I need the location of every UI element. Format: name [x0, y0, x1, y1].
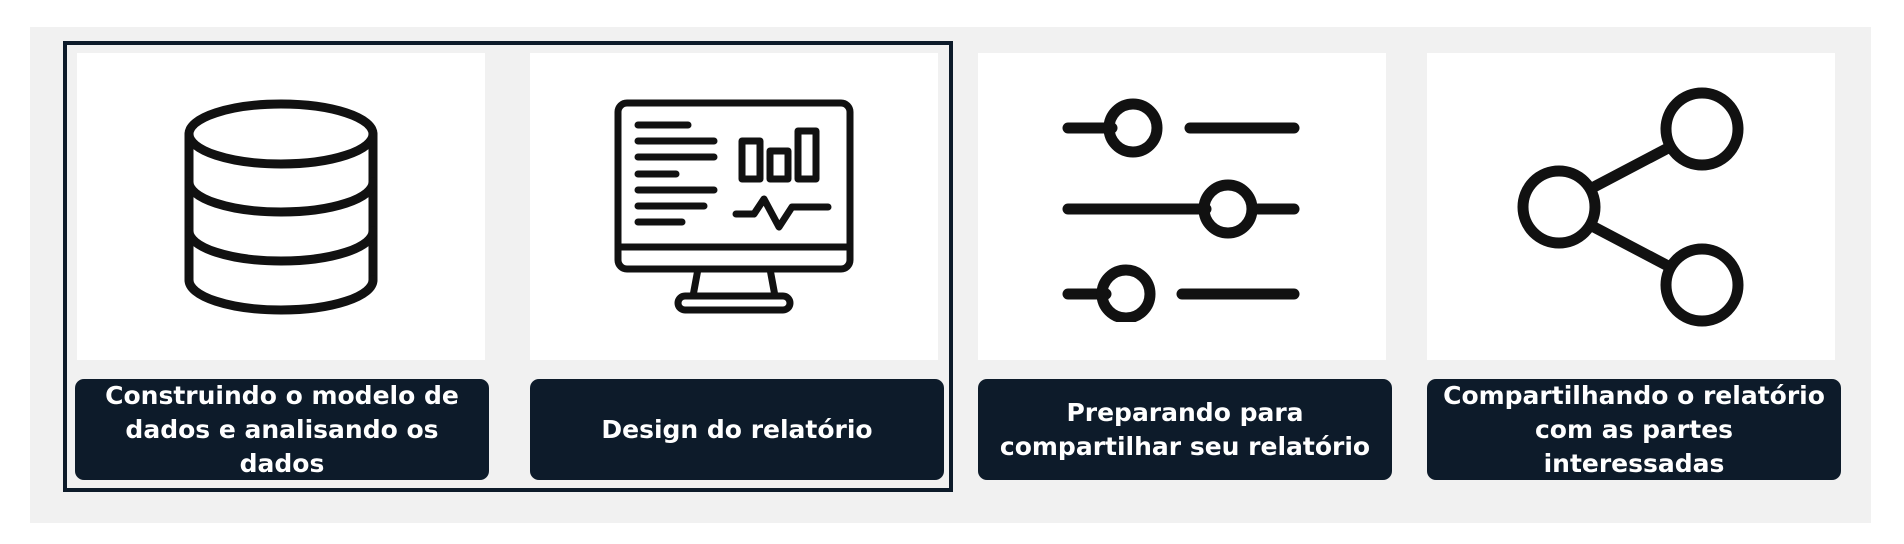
step-label-3: Preparando para compartilhar seu relatór… — [978, 379, 1392, 480]
step-card-database — [77, 53, 485, 360]
step-label-3-text: Preparando para compartilhar seu relatór… — [999, 397, 1371, 461]
step-label-1-text: Construindo o modelo de dados e analisan… — [105, 380, 459, 478]
share-icon — [1517, 87, 1744, 326]
step-label-1: Construindo o modelo de dados e analisan… — [75, 379, 489, 480]
step-card-sliders — [978, 53, 1386, 360]
step-card-report-design — [530, 53, 938, 360]
highlight-frame — [63, 41, 953, 492]
step-label-4: Compartilhando o relatório com as partes… — [1427, 379, 1841, 480]
step-label-4-text: Compartilhando o relatório com as partes… — [1443, 380, 1825, 478]
monitor-report-icon — [614, 99, 854, 313]
step-card-share — [1427, 53, 1835, 360]
step-label-2-text: Design do relatório — [601, 414, 873, 444]
step-label-2: Design do relatório — [530, 379, 944, 480]
database-icon — [184, 99, 378, 314]
sliders-icon — [1062, 98, 1300, 322]
